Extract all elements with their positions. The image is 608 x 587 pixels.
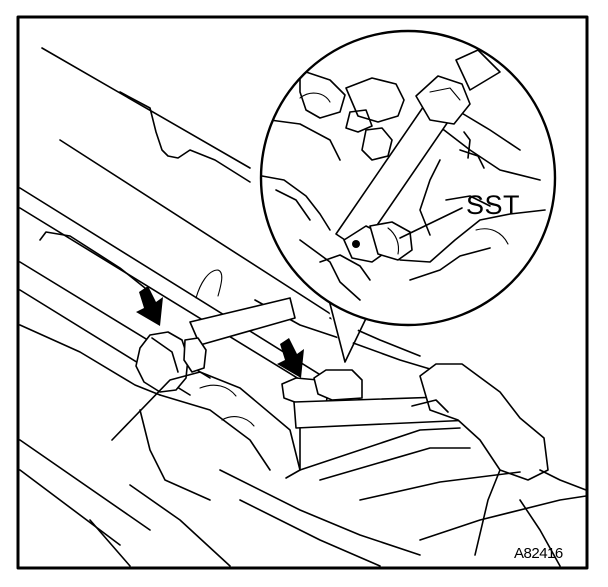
figure-id: A82416: [514, 545, 563, 562]
figure-frame: [16, 15, 589, 570]
magnified-detail-drawing: [261, 49, 546, 301]
sst-leader-line: [399, 207, 463, 239]
down-arrow-icon: [277, 338, 304, 378]
down-arrow-icon: [136, 286, 163, 326]
sst-label: SST: [466, 190, 521, 220]
engine-body-drawing: [19, 47, 587, 567]
